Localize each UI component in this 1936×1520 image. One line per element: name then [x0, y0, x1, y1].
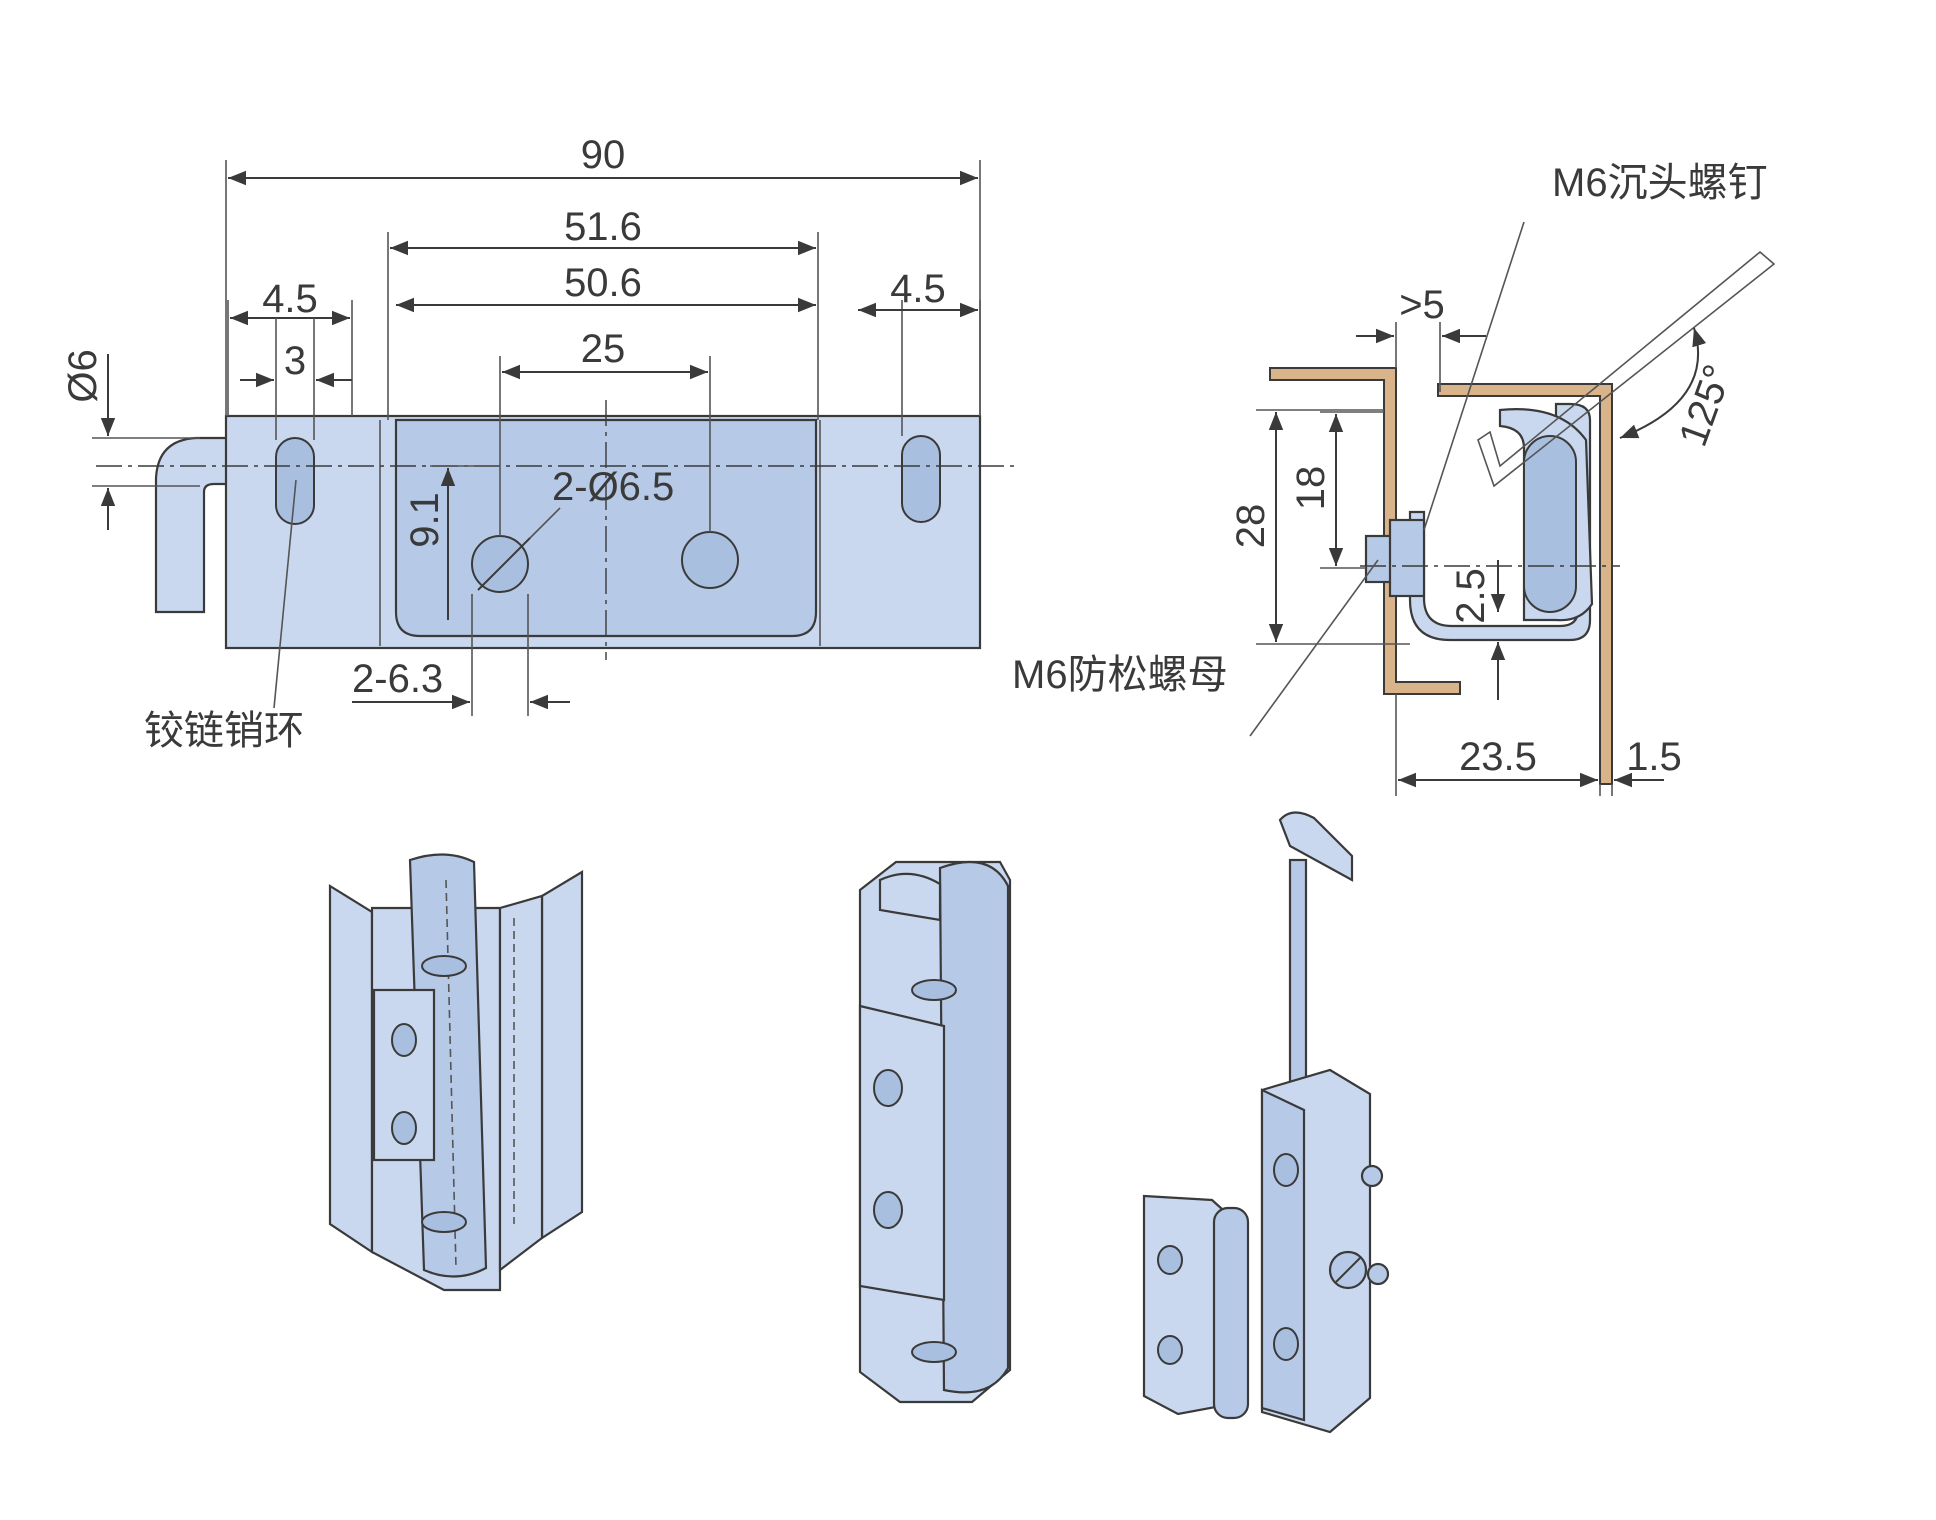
dim-hole-offset: 9.1 — [403, 492, 447, 548]
label-slots: 2-6.3 — [352, 657, 443, 701]
dim-inner-plate: 50.6 — [564, 261, 642, 305]
dim-height-hinge: 18 — [1289, 466, 1333, 511]
dim-height-total: 28 — [1229, 504, 1273, 549]
slot-left — [275, 437, 315, 525]
label-pin-ring: 铰链销环 — [144, 709, 304, 753]
dim-hole-spacing: 25 — [581, 327, 626, 371]
iso-view-exploded — [1142, 811, 1390, 1434]
door-panel — [1269, 367, 1461, 695]
dim-slot-left: 4.5 — [262, 277, 318, 321]
dim-gap: >5 — [1399, 283, 1445, 327]
dim-pin-diameter: Ø6 — [61, 349, 105, 402]
hinge-pin — [154, 436, 230, 614]
label-holes: 2-Ø6.5 — [552, 465, 674, 509]
dim-depth: 23.5 — [1459, 735, 1537, 779]
hinge-bracket — [1408, 402, 1592, 642]
slot-right — [901, 435, 941, 523]
dim-offset: 2.5 — [1449, 568, 1493, 624]
label-nut: M6防松螺母 — [1012, 653, 1228, 697]
dim-outer-plate: 51.6 — [564, 205, 642, 249]
hole-right — [681, 531, 739, 589]
dim-thickness: 1.5 — [1626, 735, 1682, 779]
label-screw: M6沉头螺钉 — [1552, 161, 1768, 205]
dim-slot-width: 3 — [284, 339, 306, 383]
dim-slot-right: 4.5 — [890, 267, 946, 311]
nut — [1364, 534, 1394, 584]
front-view: 90 51.6 50.6 25 4.5 3 4.5 — [61, 133, 1020, 753]
side-view: >5 28 18 2.5 23.5 1.5 125° M6沉头螺钉 M6防松螺母 — [1012, 161, 1776, 796]
dim-angle: 125° — [1671, 359, 1741, 452]
iso-view-hinge — [858, 860, 1012, 1404]
screw-head — [1388, 518, 1426, 598]
dim-overall: 90 — [581, 133, 626, 177]
hole-left — [471, 535, 529, 593]
iso-view-mounted — [328, 853, 584, 1292]
knuckle-slot — [1523, 435, 1577, 613]
door-open-position — [1477, 250, 1776, 488]
